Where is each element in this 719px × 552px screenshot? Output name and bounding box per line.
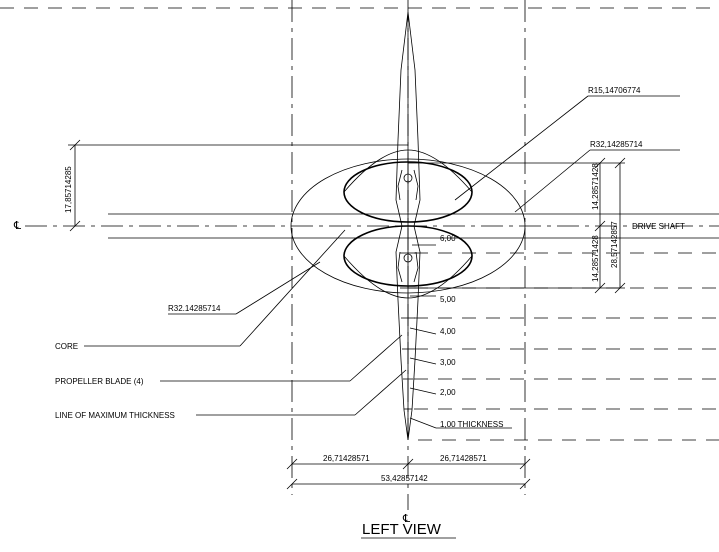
core-label: CORE: [55, 342, 78, 351]
view-title: LEFT VIEW: [362, 521, 442, 538]
left-dim-tick-bottom: [69, 220, 81, 232]
station-4-label: 4,00: [440, 327, 456, 336]
lower-hub-mark: [403, 253, 413, 263]
r15-label: R15,14706774: [588, 86, 641, 95]
dim-tick-5: [614, 282, 626, 294]
thickness-label: 1,00 THICKNESS: [440, 420, 503, 429]
station-5-label: 5,00: [440, 295, 456, 304]
bottom-tick-5: [519, 478, 531, 490]
r32-left-label: R32.14285714: [168, 304, 221, 313]
right-inner-top-dim-text: 14,28571428: [591, 163, 600, 210]
right-inner-bottom-dim-text: 14,28571428: [591, 235, 600, 282]
core-leader: [239, 229, 346, 347]
dim-tick-1: [594, 157, 606, 169]
blade-upper-detail: [397, 169, 419, 201]
bottom-tick-1: [286, 458, 298, 470]
bottom-total-dim-text: 53,42857142: [381, 474, 428, 483]
centerline-symbol-left: ℄: [13, 220, 21, 232]
propeller-blade-label: PROPELLER BLADE (4): [55, 377, 144, 386]
station-6-label: 6,00: [440, 234, 456, 243]
r32-top-label: R32,14285714: [590, 140, 643, 149]
propeller-leader: [349, 334, 403, 382]
centerline-symbol-bottom: ℄: [402, 513, 410, 525]
dim-tick-2: [594, 220, 606, 232]
station-4-pointer: [409, 327, 437, 335]
bottom-tick-2: [402, 458, 414, 470]
drive-shaft-label: DRIVE SHAFT: [632, 222, 685, 231]
station-3-label: 3,00: [440, 358, 456, 367]
bottom-left-dim-text: 26,71428571: [323, 454, 370, 463]
blade-lower-detail: [397, 251, 419, 283]
left-dim-text: 17,85714285: [64, 166, 73, 213]
left-dim-tick-top: [69, 139, 81, 151]
station-2-pointer: [409, 387, 437, 395]
upper-hub-mark: [403, 173, 413, 183]
station-3-pointer: [409, 357, 437, 365]
station-2-label: 2,00: [440, 388, 456, 397]
max-thickness-leader: [354, 369, 407, 416]
r15-leader: [454, 95, 589, 201]
bottom-right-dim-text: 26,71428571: [440, 454, 487, 463]
max-thickness-label: LINE OF MAXIMUM THICKNESS: [55, 411, 175, 420]
bottom-tick-3: [519, 458, 531, 470]
r32-left-leader: [235, 261, 321, 315]
right-outer-dim-text: 28,57142857: [610, 221, 619, 268]
dim-tick-3: [594, 282, 606, 294]
dim-tick-4: [614, 157, 626, 169]
thickness-pointer: [409, 417, 437, 429]
bottom-tick-4: [286, 478, 298, 490]
r32-top-leader: [514, 149, 591, 213]
